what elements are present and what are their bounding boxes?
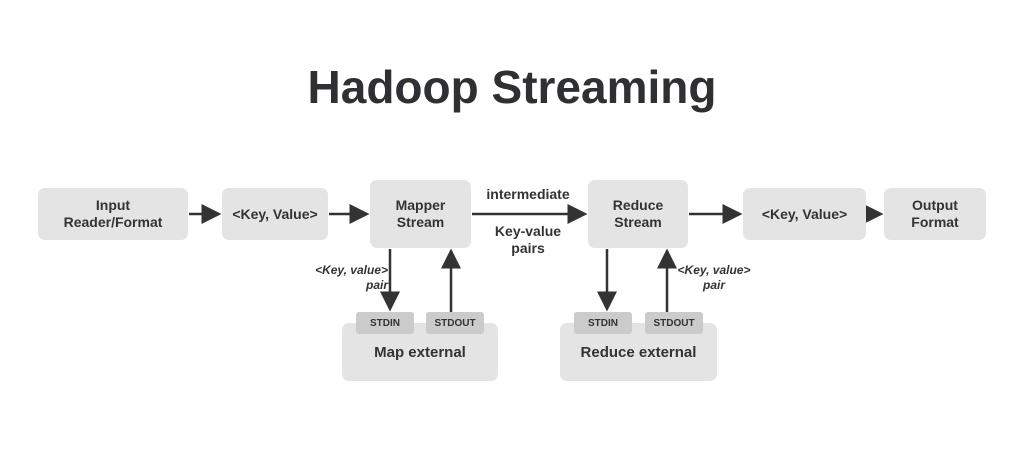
reduce-pair-label: <Key, value> pair: [677, 263, 751, 292]
key-value-output-node: <Key, Value>: [743, 188, 866, 240]
map-pair-label: <Key, value> pair: [315, 263, 388, 292]
reduce-stdin-port: STDIN: [574, 312, 632, 334]
key-value-input-node: <Key, Value>: [222, 188, 328, 240]
map-stdout-port: STDOUT: [426, 312, 484, 334]
diagram-title: Hadoop Streaming: [307, 61, 717, 113]
map-stdin-port: STDIN: [356, 312, 414, 334]
key-value-pairs-label: Key-value pairs: [494, 223, 562, 256]
reduce-stream-node: Reduce Stream: [588, 180, 688, 248]
intermediate-label: intermediate: [486, 186, 570, 202]
input-reader-node: Input Reader/Format: [38, 188, 188, 240]
output-format-node: Output Format: [884, 188, 986, 240]
mapper-stream-node: Mapper Stream: [370, 180, 471, 248]
reduce-stdout-port: STDOUT: [645, 312, 703, 334]
